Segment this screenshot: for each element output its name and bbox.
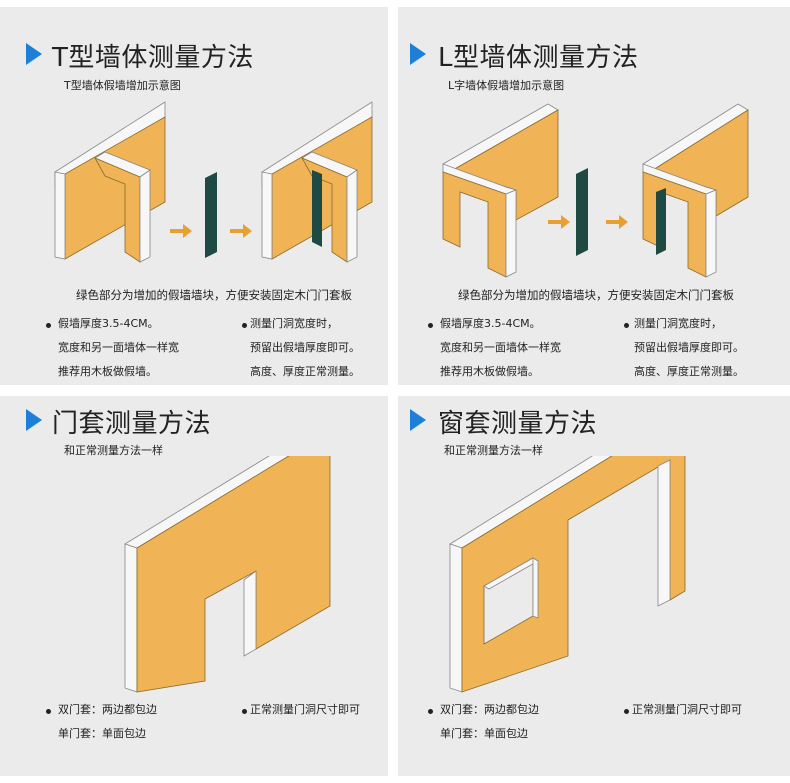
panel-caption: 绿色部分为增加的假墙墙块，方便安装固定木门门套板: [76, 288, 352, 302]
notes-left: 假墙厚度3.5-4CM。 宽度和另一面墙体一样宽 推荐用木板做假墙。: [58, 317, 179, 378]
fake-wall-block: [576, 168, 588, 256]
panel-title: T型墙体测量方法: [52, 43, 254, 73]
bullet-dot: [242, 323, 247, 328]
bullet-dot: [624, 709, 629, 714]
panel-subtitle: 和正常测量方法一样: [64, 444, 163, 457]
bullet-dot: [242, 709, 247, 714]
window-frame-diagram: [449, 456, 686, 693]
panel-caption: 绿色部分为增加的假墙墙块，方便安装固定木门门套板: [458, 288, 734, 302]
panel-t-wall: T型墙体测量方法 T型墙体假墙增加示意图 绿色部分为增加的假墙墙块，方便安装固定…: [0, 7, 388, 385]
panel-subtitle: T型墙体假墙增加示意图: [64, 79, 181, 92]
right-arrow-icon: [548, 215, 570, 229]
triangle-bullet-icon: [26, 409, 42, 431]
bullet-dot: [46, 709, 51, 714]
notes-right: 正常测量门洞尺寸即可: [632, 703, 742, 716]
panel-door: 门套测量方法 和正常测量方法一样 双门套：两边都包边 单门套：单面包边 正常测量…: [0, 396, 388, 776]
t-wall-diagram: [54, 101, 373, 263]
panel-title: L型墙体测量方法: [438, 43, 639, 73]
notes-right: 测量门洞宽度时， 预留出假墙厚度即可。 高度、厚度正常测量。: [634, 317, 744, 378]
l-wall-diagram: [442, 103, 749, 278]
panel-l-wall: L型墙体测量方法 L字墙体假墙增加示意图 绿色部分为增加的假墙墙块，方便安装固定…: [398, 7, 790, 385]
notes-left: 双门套：两边都包边 单门套：单面包边: [58, 703, 157, 740]
panel-window: 窗套测量方法 和正常测量方法一样 双门套：两边都包边 单门套：单面包边 正常测量…: [398, 396, 790, 776]
notes-right: 测量门洞宽度时， 预留出假墙厚度即可。 高度、厚度正常测量。: [250, 317, 360, 378]
right-arrow-icon: [170, 224, 192, 238]
panel-subtitle: L字墙体假墙增加示意图: [448, 79, 565, 92]
bullet-dot: [46, 323, 51, 328]
bullet-dot: [624, 323, 629, 328]
triangle-bullet-icon: [26, 43, 42, 65]
panel-title: 门套测量方法: [52, 409, 212, 439]
triangle-bullet-icon: [410, 43, 426, 65]
triangle-bullet-icon: [410, 409, 426, 431]
fake-wall-block: [205, 172, 217, 258]
right-arrow-icon: [230, 224, 252, 238]
door-frame-diagram: [124, 456, 331, 693]
panel-title: 窗套测量方法: [438, 409, 598, 439]
notes-left: 假墙厚度3.5-4CM。 宽度和另一面墙体一样宽 推荐用木板做假墙。: [440, 317, 561, 378]
right-arrow-icon: [606, 215, 628, 229]
notes-left: 双门套：两边都包边 单门套：单面包边: [440, 703, 539, 740]
panel-subtitle: 和正常测量方法一样: [444, 444, 543, 457]
bullet-dot: [428, 709, 433, 714]
bullet-dot: [428, 323, 433, 328]
notes-right: 正常测量门洞尺寸即可: [250, 703, 360, 716]
